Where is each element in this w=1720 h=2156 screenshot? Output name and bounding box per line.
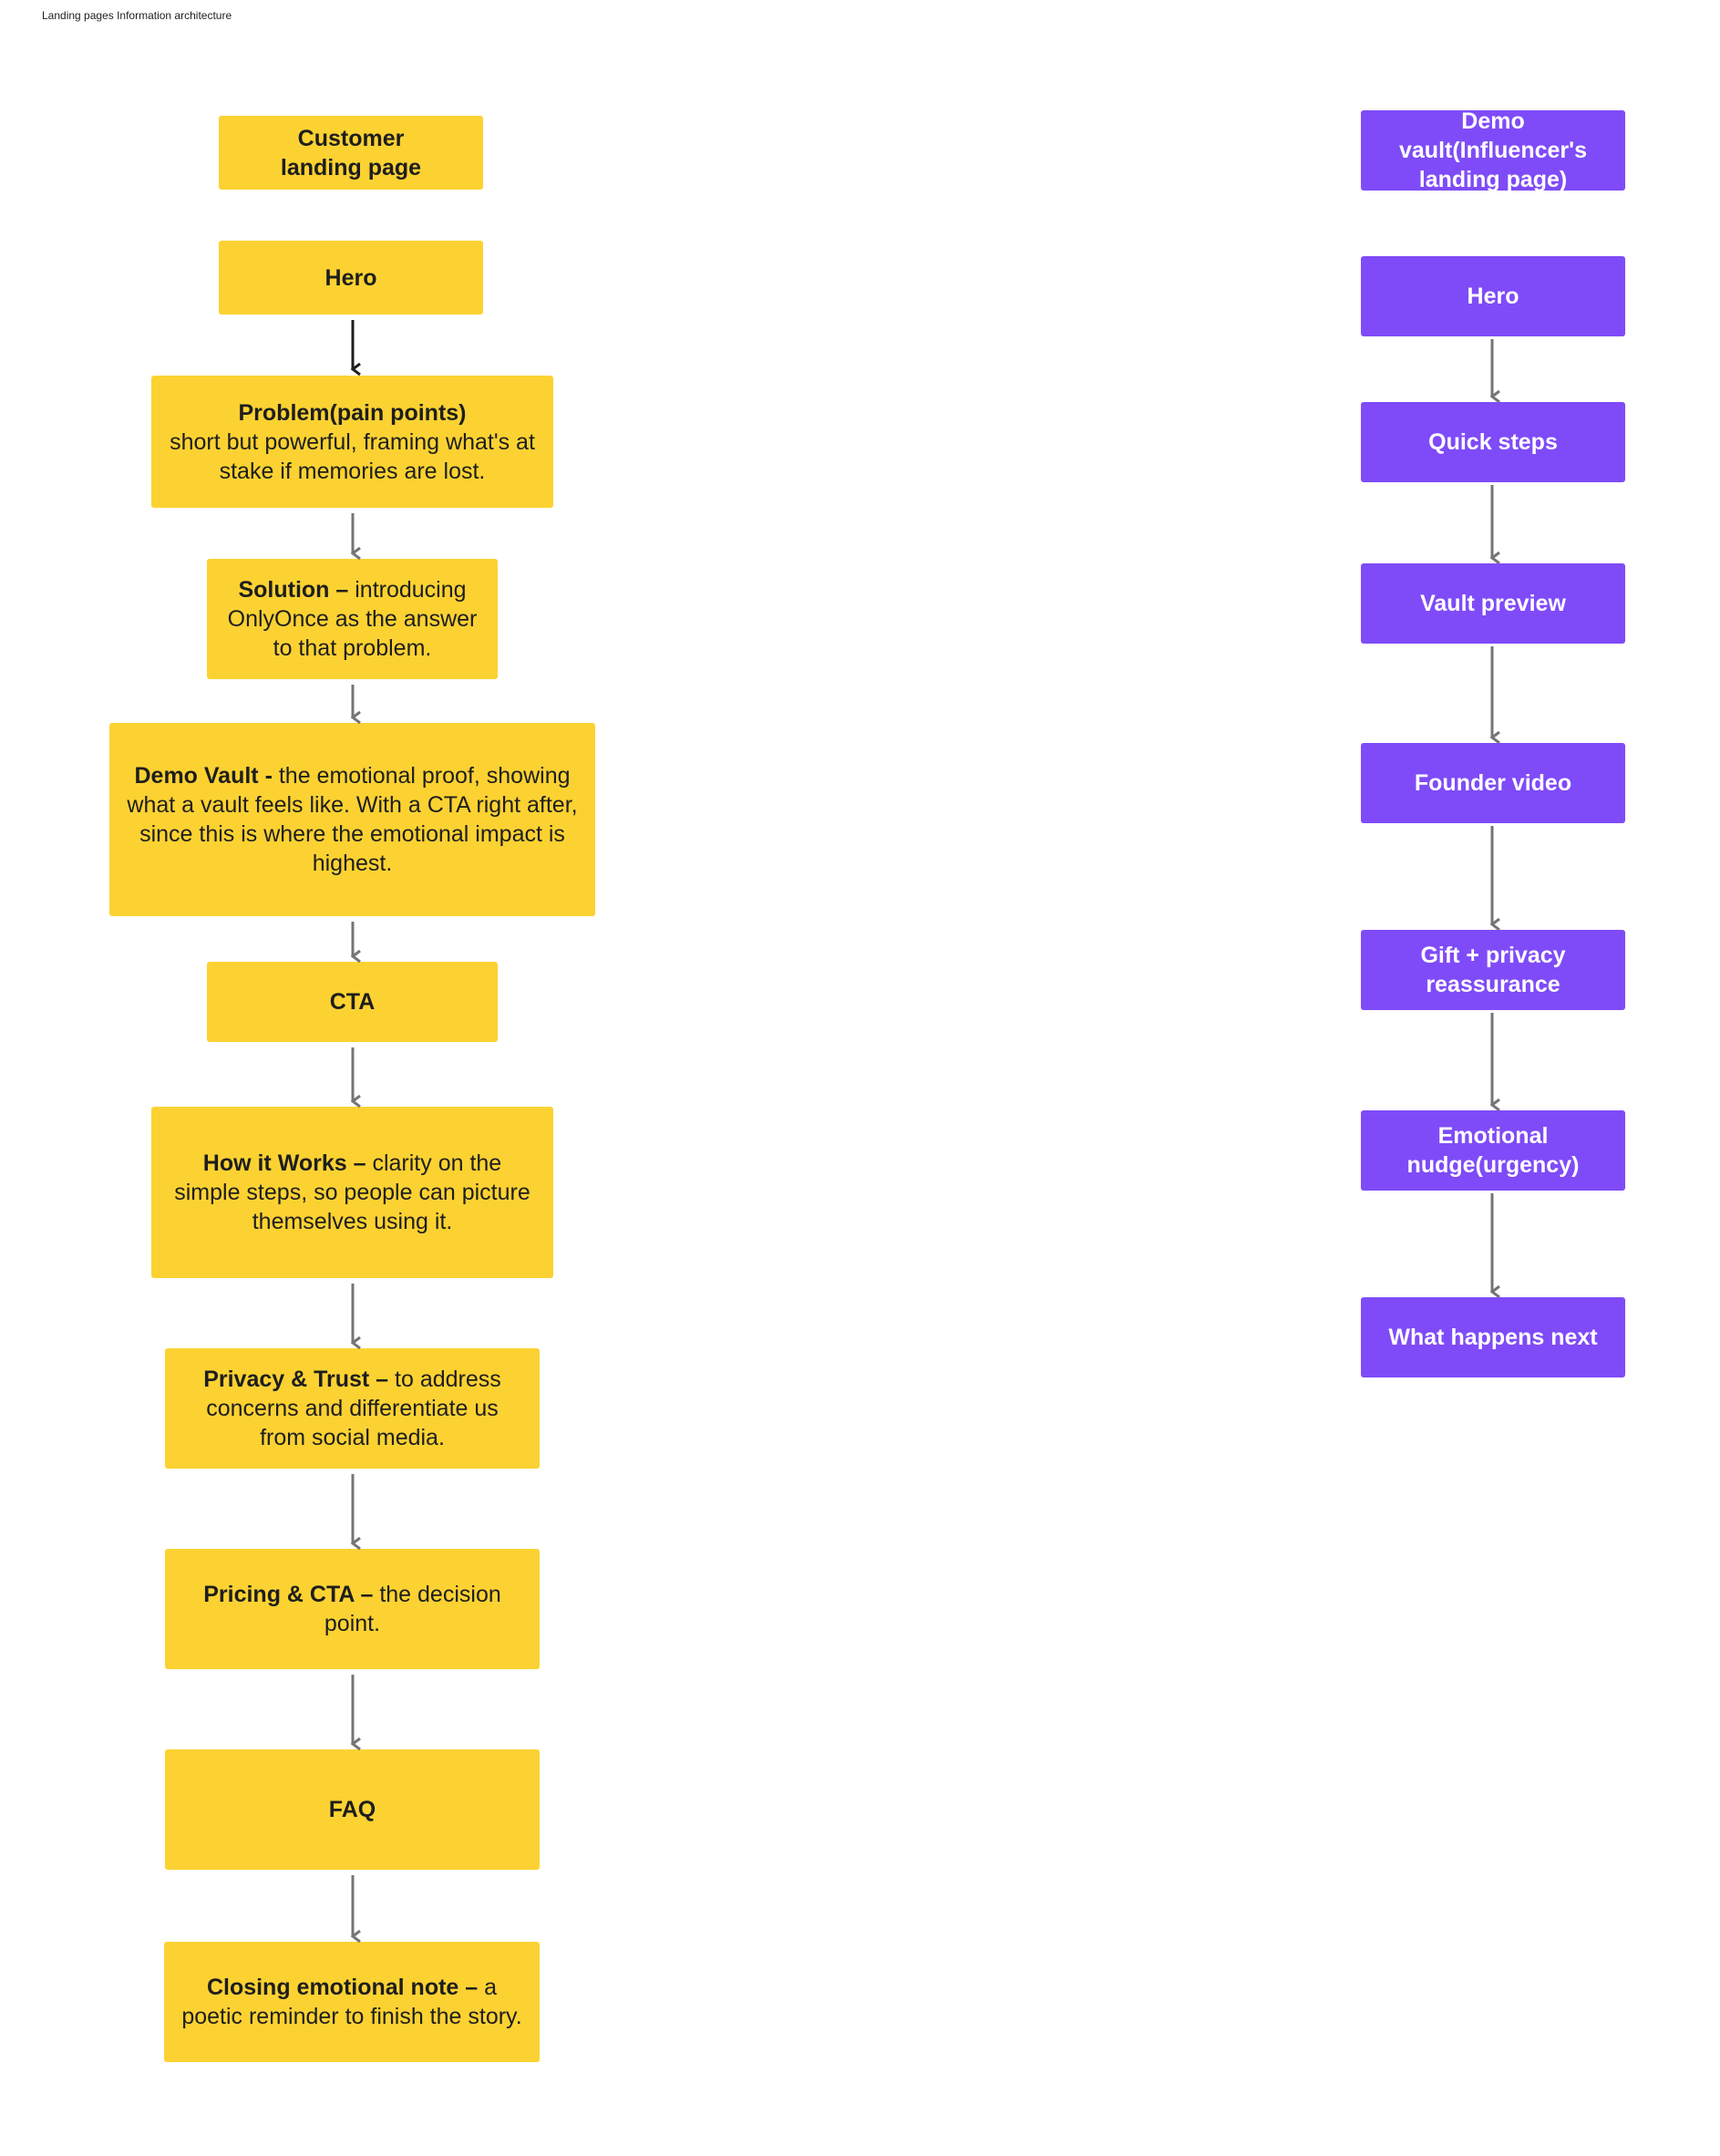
canvas-title: Landing pages Information architecture: [42, 9, 232, 22]
influencer-node-vault-preview: Vault preview: [1361, 563, 1625, 644]
influencer-landing-page-title: Demo vault(Influencer's landing page): [1361, 108, 1625, 192]
influencer-node-founder-video-label: Founder video: [1414, 770, 1572, 796]
influencer-node-founder-video: Founder video: [1361, 743, 1625, 823]
customer-node-solution: Solution – introducing OnlyOnce as the a…: [207, 559, 498, 679]
customer-node-how-it-works: How it Works – clarity on the simple ste…: [151, 1107, 553, 1278]
node-demo-vault-text: the emotional proof, showing what a vaul…: [127, 763, 578, 876]
node-problem-title: Problem(pain points): [238, 399, 467, 426]
customer-node-demo-vault: Demo Vault - the emotional proof, showin…: [109, 723, 595, 916]
node-how-it-works-text: clarity on the simple steps, so people c…: [174, 1150, 530, 1234]
influencer-node-what-happens-next-label: What happens next: [1388, 1325, 1598, 1350]
node-faq-label: FAQ: [328, 1797, 376, 1822]
node-closing-note-title: Closing emotional note –: [206, 1975, 479, 2000]
influencer-node-quick-steps-label: Quick steps: [1428, 429, 1558, 455]
node-solution-title: Solution –: [238, 577, 349, 603]
customer-node-cta: CTA: [207, 962, 498, 1042]
customer-landing-page-label: Customer landing page: [280, 125, 422, 181]
influencer-landing-page-label: Demo vault(Influencer's landing page): [1399, 108, 1587, 192]
influencer-node-hero-label: Hero: [1467, 284, 1519, 309]
node-problem-text: short but powerful, framing what's at st…: [170, 428, 535, 484]
node-privacy-trust-text: to address concerns and differentiate us…: [206, 1367, 501, 1450]
customer-node-problem: Problem(pain points) short but powerful,…: [151, 376, 553, 508]
influencer-node-gift-privacy-label: Gift + privacy reassurance: [1420, 943, 1566, 997]
customer-node-closing-note: Closing emotional note – a poetic remind…: [164, 1942, 540, 2062]
influencer-node-emotional-nudge: Emotional nudge(urgency): [1361, 1110, 1625, 1191]
node-pricing-cta-text: the decision point.: [324, 1582, 501, 1636]
customer-node-faq: FAQ: [165, 1749, 540, 1870]
node-how-it-works-title: How it Works –: [202, 1150, 366, 1176]
node-demo-vault-title: Demo Vault -: [134, 763, 273, 789]
influencer-node-gift-privacy: Gift + privacy reassurance: [1361, 930, 1625, 1010]
node-cta-label: CTA: [329, 989, 376, 1015]
customer-node-pricing-cta: Pricing & CTA – the decision point.: [165, 1549, 540, 1669]
influencer-node-vault-preview-label: Vault preview: [1420, 591, 1566, 616]
node-closing-note-text: a poetic reminder to finish the story.: [181, 1975, 522, 2029]
node-pricing-cta-title: Pricing & CTA –: [203, 1582, 374, 1607]
influencer-node-what-happens-next: What happens next: [1361, 1297, 1625, 1377]
customer-node-hero: Hero: [219, 241, 483, 315]
customer-node-privacy-trust: Privacy & Trust – to address concerns an…: [165, 1348, 540, 1469]
node-solution-text: introducing OnlyOnce as the answer to th…: [227, 577, 478, 661]
customer-landing-page-title: Customer landing page: [219, 116, 483, 190]
node-privacy-trust-title: Privacy & Trust –: [203, 1367, 389, 1392]
influencer-node-quick-steps: Quick steps: [1361, 402, 1625, 482]
node-hero-label: Hero: [324, 264, 377, 291]
influencer-node-emotional-nudge-label: Emotional nudge(urgency): [1406, 1123, 1580, 1178]
influencer-node-hero: Hero: [1361, 256, 1625, 336]
